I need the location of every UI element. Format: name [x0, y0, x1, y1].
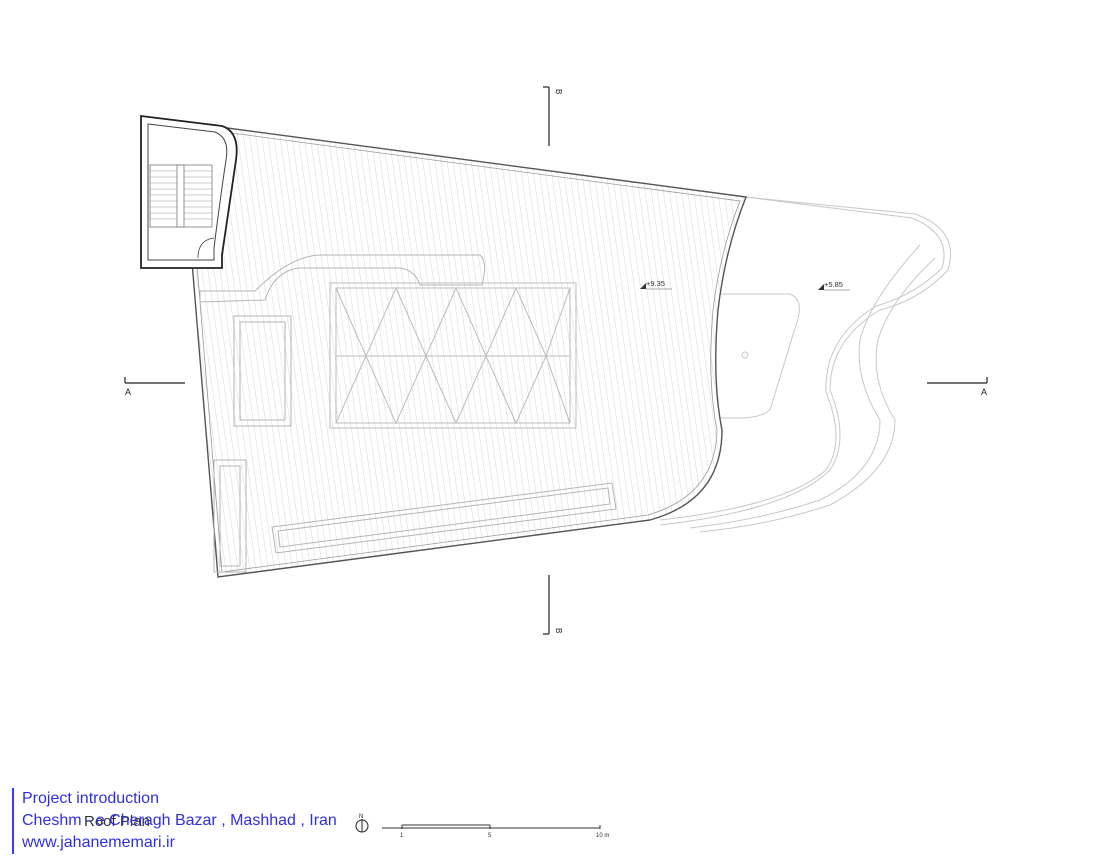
level-mark-lower: +5.85 — [818, 280, 850, 291]
section-b-bottom-label: B — [554, 628, 563, 633]
scale-bar — [382, 824, 601, 829]
section-mark-a-right — [927, 377, 988, 384]
scale-tick-10: 10 m — [596, 833, 609, 839]
section-b-top-label: B — [554, 89, 563, 94]
level-mark-upper: +9.35 — [640, 279, 672, 290]
drawing-title: Roof Plan — [84, 813, 150, 830]
skylight-frame — [329, 282, 577, 429]
north-label: N — [359, 814, 363, 820]
scale-tick-1: 1 — [400, 833, 404, 839]
roof-elements — [199, 254, 617, 573]
project-info-block: Project introduction Cheshm - e Cheragh … — [12, 788, 337, 854]
section-mark-b-top — [543, 86, 550, 146]
section-a-right-label: A — [981, 387, 987, 397]
main-roof-slab — [191, 126, 747, 578]
info-location: Cheshm - e Cheragh Bazar , Mashhad , Ira… — [22, 812, 337, 829]
info-title: Project introduction — [22, 790, 159, 807]
stair-core — [140, 114, 238, 269]
north-arrow-icon: N — [355, 814, 369, 833]
section-a-left-label: A — [125, 387, 131, 397]
lower-roof — [659, 196, 952, 533]
level-upper-label: +9.35 — [646, 279, 665, 288]
level-lower-label: +5.85 — [824, 280, 843, 289]
info-website-link[interactable]: www.jahanememari.ir — [22, 834, 175, 851]
scale-tick-5: 5 — [488, 833, 492, 839]
section-mark-b-bottom — [543, 575, 550, 635]
section-mark-a-left — [124, 377, 185, 384]
